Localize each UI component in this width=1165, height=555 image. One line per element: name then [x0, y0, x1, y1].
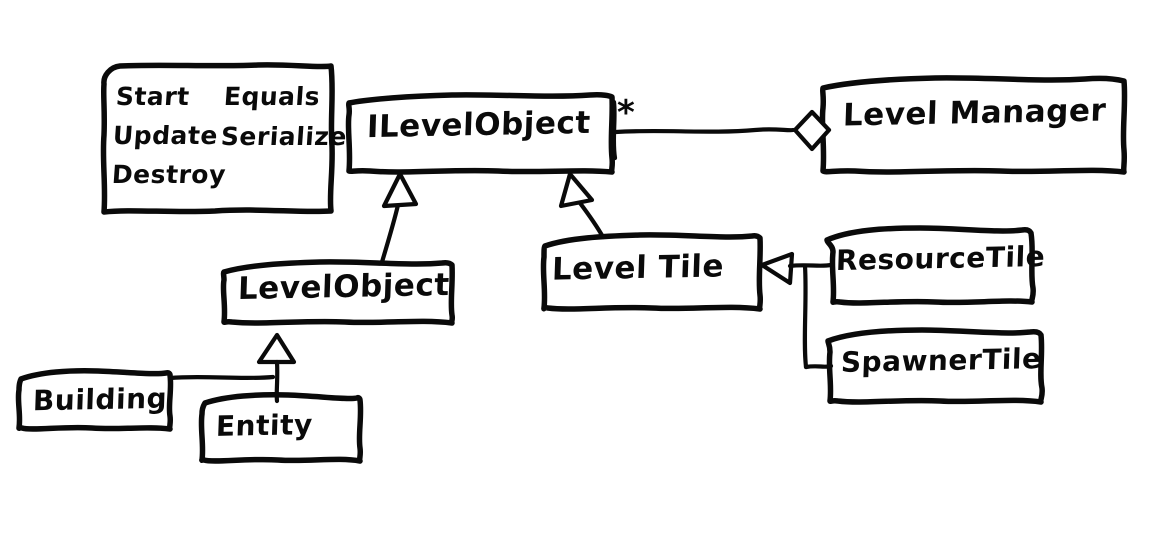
- operations-box-outline: [100, 62, 335, 215]
- operation-update: Update: [111, 121, 219, 150]
- leveltile-generalization-arrowhead: [558, 171, 595, 209]
- class-name-entity: Entity: [215, 408, 314, 443]
- aggregation-diamond: [792, 109, 832, 152]
- spawnertile-generalization-line: [803, 363, 834, 370]
- tile-generalization-riser: [802, 263, 809, 370]
- operation-destroy: Destroy: [110, 160, 227, 189]
- operation-equals: Equals: [222, 82, 322, 111]
- aggregation-source-tick: [611, 99, 618, 161]
- entity-generalization-line: [274, 359, 280, 404]
- class-name-spawnertile: SpawnerTile: [840, 342, 1043, 379]
- resourcetile-box-outline: [824, 225, 1036, 306]
- leveltile-subclass-arrowhead: [759, 251, 795, 286]
- operation-serialize: Serialize: [219, 122, 348, 151]
- class-name-levelmanager: Level Manager: [842, 92, 1107, 134]
- class-name-building: Building: [32, 381, 168, 418]
- building-box-outline: [15, 368, 174, 432]
- ilevelobject-box-outline: [345, 92, 616, 175]
- entity-box-outline: [198, 392, 364, 464]
- spawnertile-box-outline: [825, 327, 1045, 405]
- operation-start: Start: [114, 82, 191, 111]
- levelmanager-box-outline: [819, 75, 1128, 175]
- class-name-levelobject: LevelObject: [237, 266, 451, 308]
- resourcetile-generalization-line: [787, 262, 834, 269]
- levelobject-generalization-line: [379, 202, 401, 265]
- leveltile-box-outline: [540, 232, 764, 312]
- class-name-resourcetile: ResourceTile: [835, 239, 1046, 278]
- class-name-leveltile: Level Tile: [551, 248, 725, 288]
- multiplicity-label-star: *: [617, 93, 636, 133]
- levelobject-generalization-arrowhead: [381, 171, 419, 209]
- leveltile-generalization-line: [577, 200, 606, 240]
- building-generalization-line: [167, 374, 276, 381]
- levelobject-subclass-arrowhead: [256, 332, 297, 365]
- aggregation-connector-line: [613, 127, 796, 135]
- class-name-ilevelobject: ILevelObject: [366, 104, 592, 146]
